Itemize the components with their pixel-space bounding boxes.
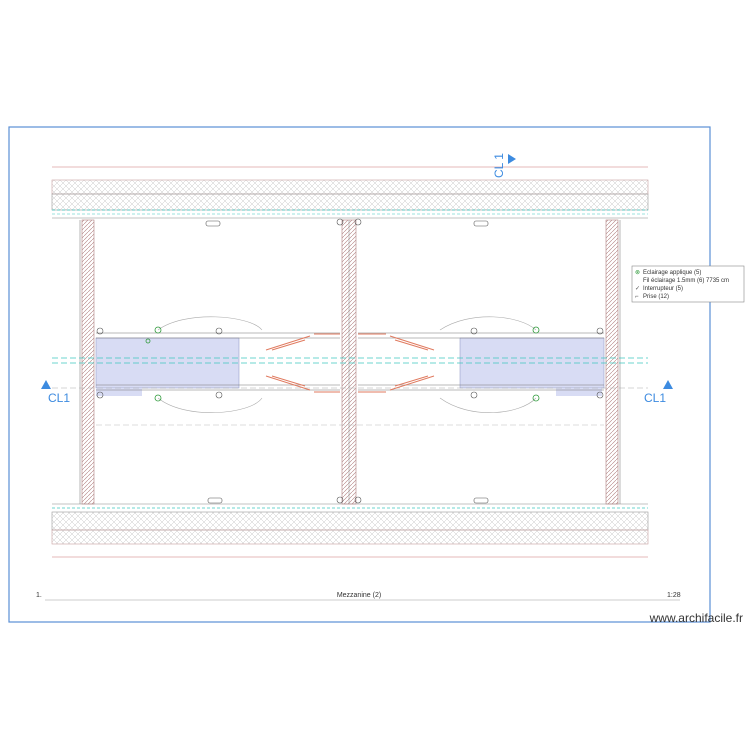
outlet-icon: ⌐ bbox=[635, 294, 639, 300]
legend-label: Interrupteur (5) bbox=[643, 286, 683, 292]
light-wires bbox=[157, 316, 537, 413]
wall-lights bbox=[145, 326, 540, 402]
wiring-right bbox=[358, 333, 435, 393]
watermark: www.archifacile.fr bbox=[649, 611, 743, 625]
legend-item-wire: Fil éclairage 1.5mm (6) 7735 cm bbox=[643, 278, 729, 284]
section-marker-top: CL 1 bbox=[492, 153, 516, 178]
section-marker-right-label: CL1 bbox=[644, 391, 666, 405]
legend-label: Eclairage applique (5) bbox=[643, 270, 701, 276]
legend: ⊗ Eclairage applique (5) Fil éclairage 1… bbox=[631, 265, 745, 303]
section-marker-left-label: CL1 bbox=[48, 391, 70, 405]
reference-lines bbox=[52, 357, 648, 364]
room-fill-left-lower bbox=[96, 388, 142, 396]
legend-item-outlet: ⌐ Prise (12) bbox=[635, 294, 669, 300]
left-wall bbox=[79, 219, 95, 505]
legend-item-switch: ✓ Interrupteur (5) bbox=[635, 286, 683, 292]
legend-item-lamp: ⊗ Eclairage applique (5) bbox=[635, 270, 701, 276]
wiring-left bbox=[265, 333, 340, 393]
sheet-frame bbox=[8, 126, 711, 623]
center-wall bbox=[341, 219, 357, 505]
top-slab bbox=[51, 166, 649, 219]
section-marker-left: CL1 bbox=[41, 380, 70, 405]
legend-label: Fil éclairage 1.5mm (6) 7735 cm bbox=[643, 278, 729, 284]
lamp-icon: ⊗ bbox=[635, 270, 640, 276]
bottom-slab bbox=[51, 503, 649, 558]
title-number: 1. bbox=[36, 592, 42, 599]
section-marker-right: CL1 bbox=[644, 380, 673, 405]
title-name: Mezzanine (2) bbox=[337, 592, 381, 599]
switch-icon: ✓ bbox=[635, 286, 640, 292]
title-scale: 1:28 bbox=[667, 592, 681, 599]
legend-label: Prise (12) bbox=[643, 294, 669, 300]
room-fill-right-lower bbox=[556, 388, 602, 396]
section-marker-top-label: CL 1 bbox=[492, 153, 506, 178]
right-wall bbox=[605, 219, 621, 505]
fixtures bbox=[96, 218, 604, 504]
